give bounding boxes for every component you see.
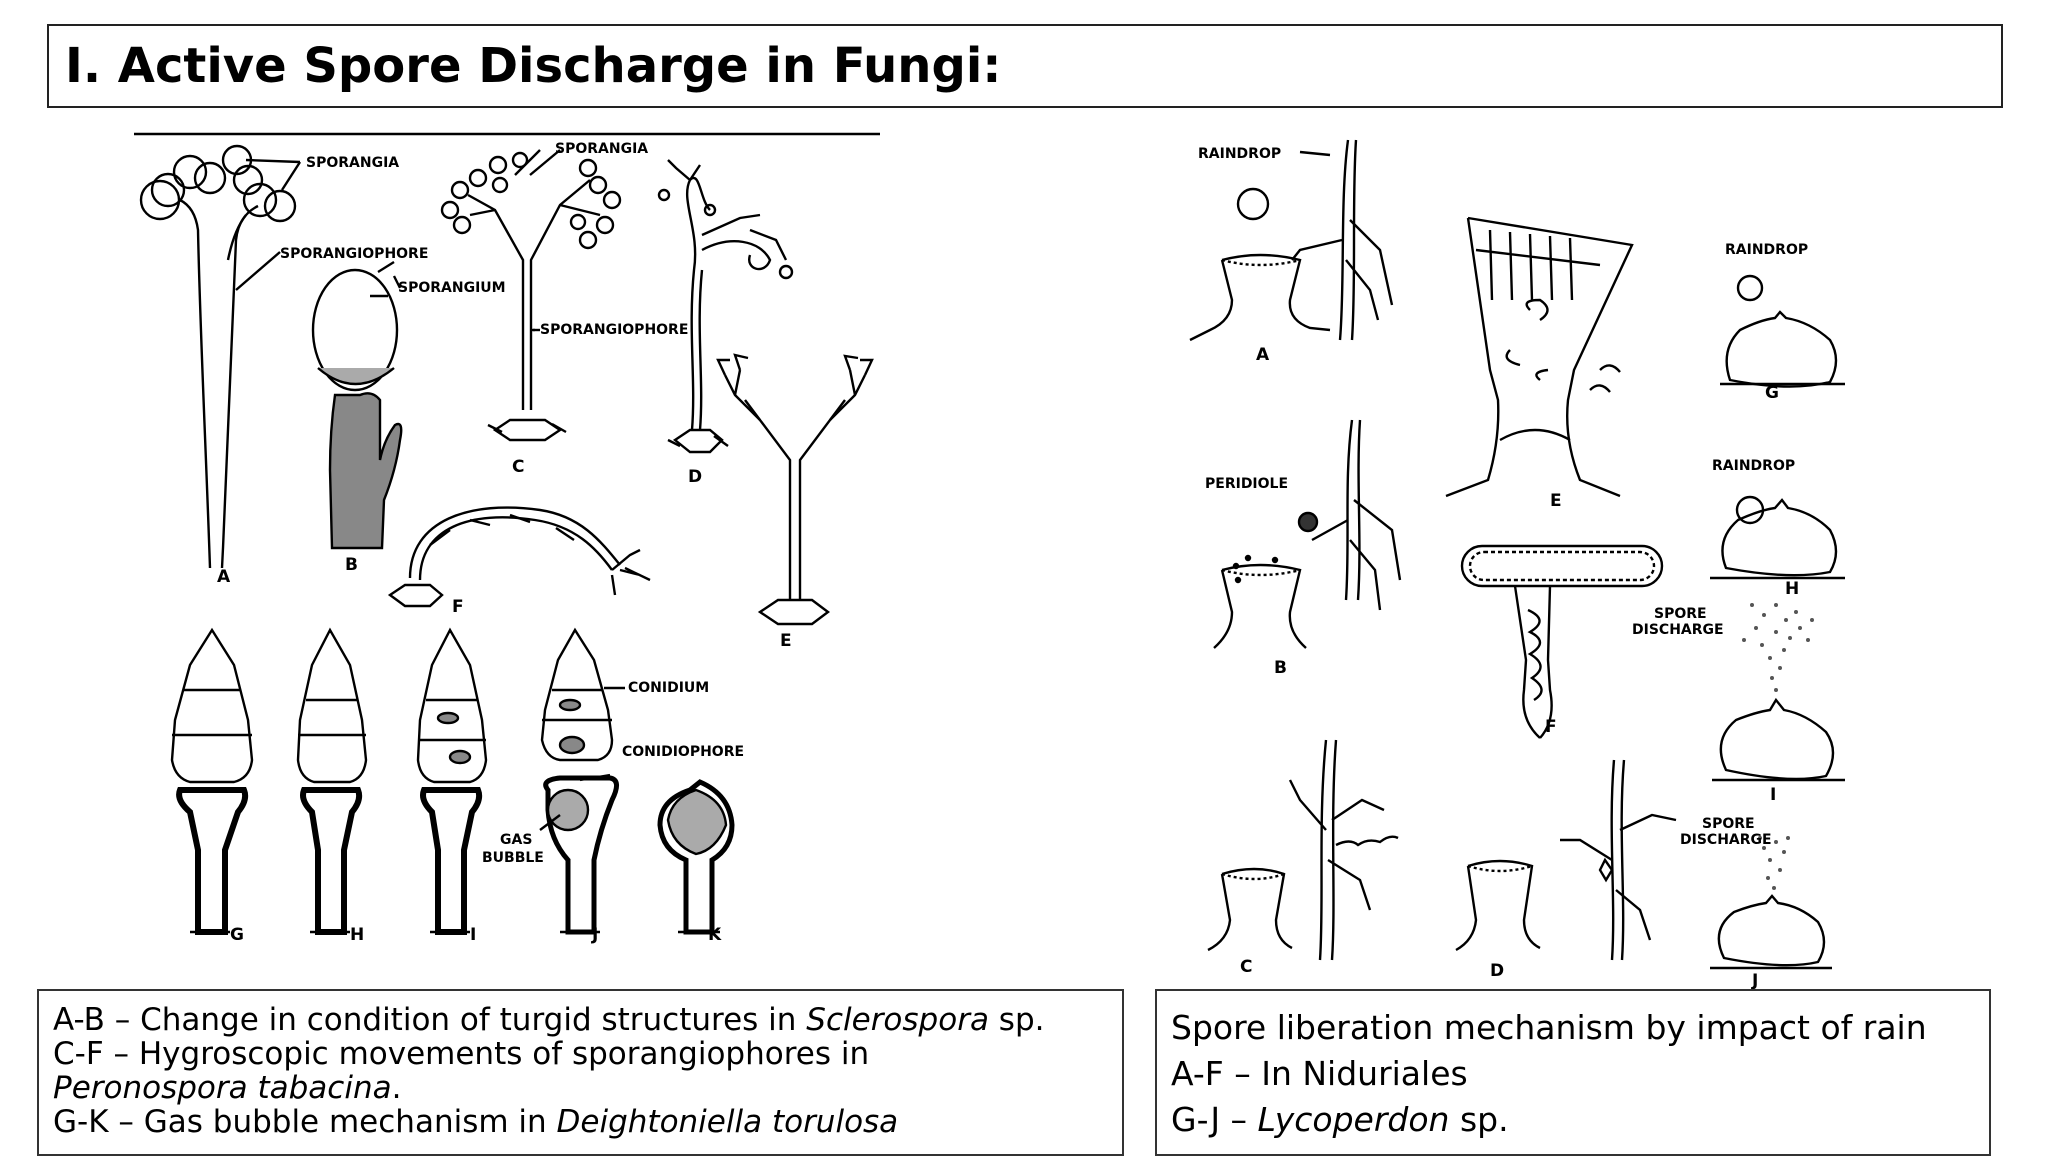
label-sporangia-a: SPORANGIA xyxy=(306,155,399,171)
letter-h-right: H xyxy=(1785,579,1799,599)
caption-text: G-J – xyxy=(1171,1100,1258,1139)
letter-j-right: J xyxy=(1751,971,1758,991)
letter-d-right: D xyxy=(1490,961,1504,981)
fig-f-sporangiophore xyxy=(387,506,651,608)
caption-right: Spore liberation mechanism by impact of … xyxy=(1155,989,1991,1156)
label-conidium: CONIDIUM xyxy=(628,680,709,696)
letter-k-left: K xyxy=(708,925,722,945)
letter-a-right: A xyxy=(1256,345,1270,365)
fig-c-sporangiophore xyxy=(440,151,622,442)
fig-h-conidium xyxy=(296,627,368,935)
label-gas: GAS xyxy=(500,832,532,848)
label-spore-j: SPORE xyxy=(1702,816,1755,832)
fig-i-lycoperdon xyxy=(1712,697,1845,782)
caption-right-line-3: G-J – Lycoperdon sp. xyxy=(1171,1097,1975,1143)
fig-i-conidium xyxy=(416,627,488,935)
letter-c-left: C xyxy=(512,457,524,477)
caption-species: Peronospora tabacina xyxy=(53,1070,392,1106)
label-bubble: BUBBLE xyxy=(482,850,544,866)
letter-c-right: C xyxy=(1240,957,1252,977)
caption-text: sp. xyxy=(988,1002,1045,1038)
slide-title: I. Active Spore Discharge in Fungi: xyxy=(65,38,1002,94)
fig-c-nidulariales xyxy=(1207,739,1399,961)
label-sporangium-b: SPORANGIUM xyxy=(398,280,506,296)
caption-text: . xyxy=(391,1070,402,1106)
letter-f-left: F xyxy=(452,597,464,617)
fig-f-nidulariales xyxy=(1460,544,1664,739)
label-raindrop-a: RAINDROP xyxy=(1198,146,1281,162)
caption-text: G-K – Gas bubble mechanism in xyxy=(53,1104,557,1140)
caption-left-line-1: A-B – Change in condition of turgid stru… xyxy=(53,1003,1108,1037)
label-sporangia-c: SPORANGIA xyxy=(555,141,648,157)
fig-j-conidium xyxy=(540,627,619,935)
fig-b-sporangium xyxy=(311,268,403,550)
letter-i-right: I xyxy=(1770,785,1776,805)
label-discharge-j: DISCHARGE xyxy=(1680,832,1772,848)
caption-species: Sclerospora xyxy=(806,1002,989,1038)
label-peridiole: PERIDIOLE xyxy=(1205,476,1288,492)
letter-d-left: D xyxy=(688,467,702,487)
fig-b-nidulariales xyxy=(1213,419,1402,649)
letter-f-right: F xyxy=(1545,717,1557,737)
fig-d-sporangiophore xyxy=(657,159,794,454)
letter-e-left: E xyxy=(780,631,792,651)
caption-left-line-2: C-F – Hygroscopic movements of sporangio… xyxy=(53,1036,870,1072)
label-sporangiophore-a: SPORANGIOPHORE xyxy=(280,246,428,262)
caption-text: sp. xyxy=(1449,1100,1509,1139)
label-sporangiophore-c: SPORANGIOPHORE xyxy=(540,322,688,338)
fig-g-lycoperdon xyxy=(1720,274,1845,388)
fig-e-sporangiophore xyxy=(716,353,874,626)
letter-b-left: B xyxy=(345,555,358,575)
caption-right-line-1: Spore liberation mechanism by impact of … xyxy=(1171,1008,1927,1047)
label-conidiophore: CONIDIOPHORE xyxy=(622,744,744,760)
fig-a-nidulariales xyxy=(1189,139,1394,342)
letter-g-right: G xyxy=(1765,383,1779,403)
letter-i-left: I xyxy=(470,925,476,945)
caption-left-line-3: Peronospora tabacina. xyxy=(53,1071,1108,1105)
caption-left-line-4: G-K – Gas bubble mechanism in Deightonie… xyxy=(53,1105,1108,1139)
fig-e-nidulariales xyxy=(1445,216,1634,498)
letter-j-left: J xyxy=(591,925,598,945)
letter-h-left: H xyxy=(350,925,364,945)
fig-g-conidium xyxy=(170,627,254,935)
fig-d-nidulariales xyxy=(1455,759,1677,961)
label-raindrop-h: RAINDROP xyxy=(1712,458,1795,474)
spore-cloud-j xyxy=(1758,836,1790,890)
letter-e-right: E xyxy=(1550,491,1562,511)
caption-species: Deightoniella torulosa xyxy=(556,1104,899,1140)
caption-left: A-B – Change in condition of turgid stru… xyxy=(37,989,1124,1156)
title-box: I. Active Spore Discharge in Fungi: xyxy=(47,24,2003,108)
caption-right-line-2: A-F – In Niduriales xyxy=(1171,1054,1468,1093)
label-raindrop-g: RAINDROP xyxy=(1725,242,1808,258)
letter-a-left: A xyxy=(217,567,231,587)
caption-text: A-B – Change in condition of turgid stru… xyxy=(53,1002,807,1038)
fig-k-conidiophore xyxy=(657,779,735,935)
fig-h-lycoperdon xyxy=(1710,495,1845,580)
spore-cloud-i xyxy=(1742,603,1814,692)
fig-a-sporangiophore xyxy=(139,144,302,569)
label-discharge-i: DISCHARGE xyxy=(1632,622,1724,638)
caption-species: Lycoperdon xyxy=(1257,1100,1450,1139)
letter-g-left: G xyxy=(230,925,244,945)
fig-j-lycoperdon xyxy=(1710,894,1832,970)
letter-b-right: B xyxy=(1274,658,1287,678)
label-spore-i: SPORE xyxy=(1654,606,1707,622)
